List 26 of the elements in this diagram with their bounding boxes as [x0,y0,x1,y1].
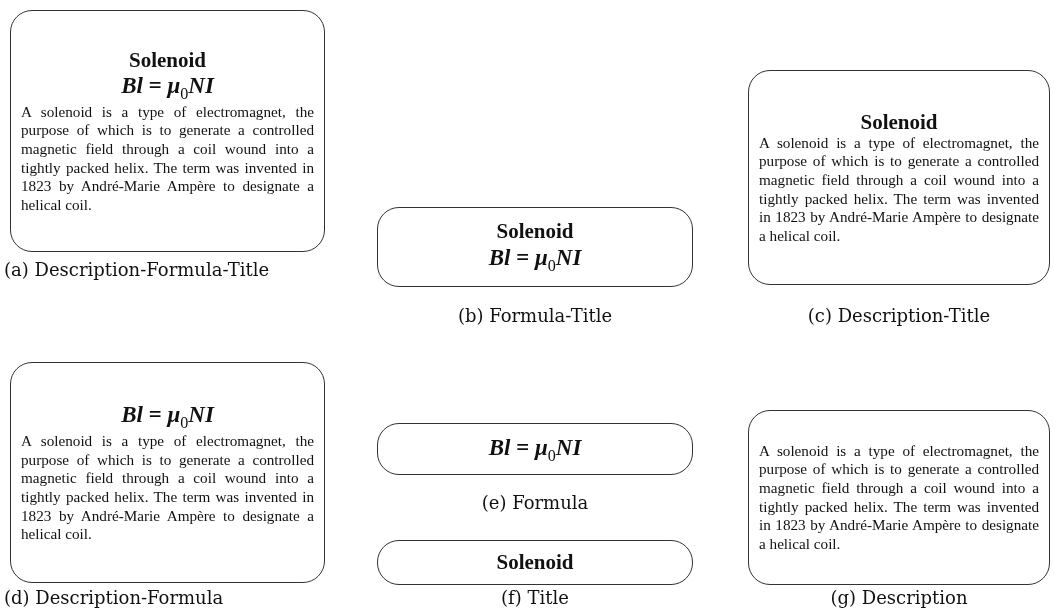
formula-text: Bl = μ$_{0}$NI [121,71,214,103]
caption-text: (a) Description-Formula-Title [4,258,271,282]
caption-text: (e) Formula [480,491,590,515]
caption-text: (f) Title [500,586,570,610]
caption-text: (b) Formula-Title [456,304,614,328]
title-text: Solenoid [496,219,574,244]
title-text: Solenoid [860,109,938,134]
title-text: Solenoid [496,550,574,575]
rounded-box [377,207,693,287]
formula-text: Bl = μ$_{0}$NI [121,401,214,433]
caption-text: (d) Description-Formula [4,586,225,610]
caption-text: (g) Description [829,586,969,610]
title-text: Solenoid [129,47,206,72]
rounded-box [748,70,1050,285]
caption-text: (c) Description-Title [806,304,992,328]
formula-text: Bl = μ$_{0}$NI [488,433,582,465]
description-text: A solenoid is a type of electromagnet, the purpose of which is to generate a controlled magnetic field through a coil wound into a tightly packed helix. The term was invented in 1823 by André-Marie Ampère to designate a helical coil. [21,432,314,544]
description-text: A solenoid is a type of electromagnet, the purpose of which is to generate a controlled magnetic field through a coil wound into a tightly packed helix. The term was invented in 1823 by André-Marie Ampère to designate a helical coil. [759,133,1039,246]
description-text: A solenoid is a type of electromagnet, the purpose of which is to generate a controlled magnetic field through a coil wound into a tightly packed helix. The term was invented in 1823 by André-Marie Ampère to designate a helical coil. [759,441,1039,554]
rounded-box [10,10,325,252]
rounded-box [377,423,693,475]
rounded-box [377,540,693,585]
description-text: A solenoid is a type of electromagnet, the purpose of which is to generate a controlled magnetic field through a coil wound into a tightly packed helix. The term was invented in 1823 by André-Marie Ampère to designate a helical coil. [21,102,314,215]
formula-text: Bl = μ$_{0}$NI [488,243,582,275]
rounded-box [748,410,1050,585]
rounded-box [10,362,325,583]
